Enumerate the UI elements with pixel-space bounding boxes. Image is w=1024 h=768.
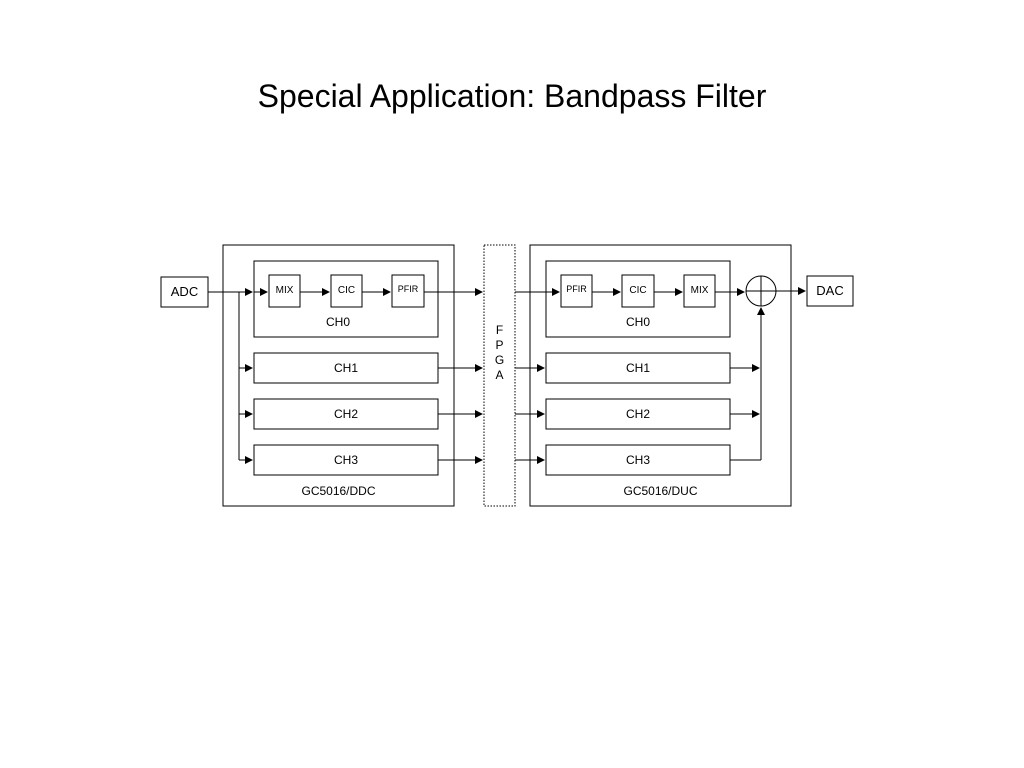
duc-pfir-label: PFIR — [566, 284, 587, 294]
ddc-pfir-label: PFIR — [398, 284, 419, 294]
duc-ch1-block: CH1 — [545, 352, 731, 384]
fpga-block: F P G A — [483, 244, 516, 507]
duc-mix-block: MIX — [683, 274, 716, 308]
fpga-letter-f: F — [496, 323, 503, 337]
duc-pfir-block: PFIR — [560, 274, 593, 308]
ddc-ch1-block: CH1 — [253, 352, 439, 384]
slide-title: Special Application: Bandpass Filter — [257, 78, 767, 114]
duc-ch0-block: CH0 — [545, 260, 731, 338]
dac-block: DAC — [806, 275, 854, 307]
ddc-mix-label: MIX — [276, 285, 294, 296]
ddc-ch2-label: CH2 — [334, 407, 358, 421]
ddc-block: GC5016/DDC — [222, 244, 455, 507]
duc-label: GC5016/DUC — [623, 484, 697, 498]
adc-block: ADC — [160, 276, 209, 308]
duc-ch2-block: CH2 — [545, 398, 731, 430]
duc-ch0-label: CH0 — [626, 315, 650, 329]
adc-label: ADC — [171, 284, 198, 299]
ddc-pfir-block: PFIR — [391, 274, 425, 308]
summer-icon — [745, 275, 777, 307]
ddc-ch0-block: CH0 — [253, 260, 439, 338]
ddc-cic-label: CIC — [338, 285, 355, 296]
ddc-ch3-label: CH3 — [334, 453, 358, 467]
duc-ch1-label: CH1 — [626, 361, 650, 375]
duc-cic-block: CIC — [621, 274, 655, 308]
duc-ch2-label: CH2 — [626, 407, 650, 421]
dac-label: DAC — [816, 283, 843, 298]
fpga-letter-a: A — [495, 368, 503, 382]
duc-cic-label: CIC — [629, 285, 646, 296]
ddc-ch1-label: CH1 — [334, 361, 358, 375]
ddc-cic-block: CIC — [330, 274, 363, 308]
duc-ch3-block: CH3 — [545, 444, 731, 476]
ddc-ch3-block: CH3 — [253, 444, 439, 476]
duc-mix-label: MIX — [691, 285, 709, 296]
duc-ch3-label: CH3 — [626, 453, 650, 467]
fpga-letter-p: P — [495, 338, 503, 352]
ddc-ch2-block: CH2 — [253, 398, 439, 430]
ddc-ch0-label: CH0 — [326, 315, 350, 329]
ddc-mix-block: MIX — [268, 274, 301, 308]
duc-connectors — [515, 287, 806, 464]
ddc-connectors — [208, 288, 483, 464]
ddc-label: GC5016/DDC — [301, 484, 375, 498]
duc-block: GC5016/DUC — [529, 244, 792, 507]
fpga-letter-g: G — [495, 353, 504, 367]
